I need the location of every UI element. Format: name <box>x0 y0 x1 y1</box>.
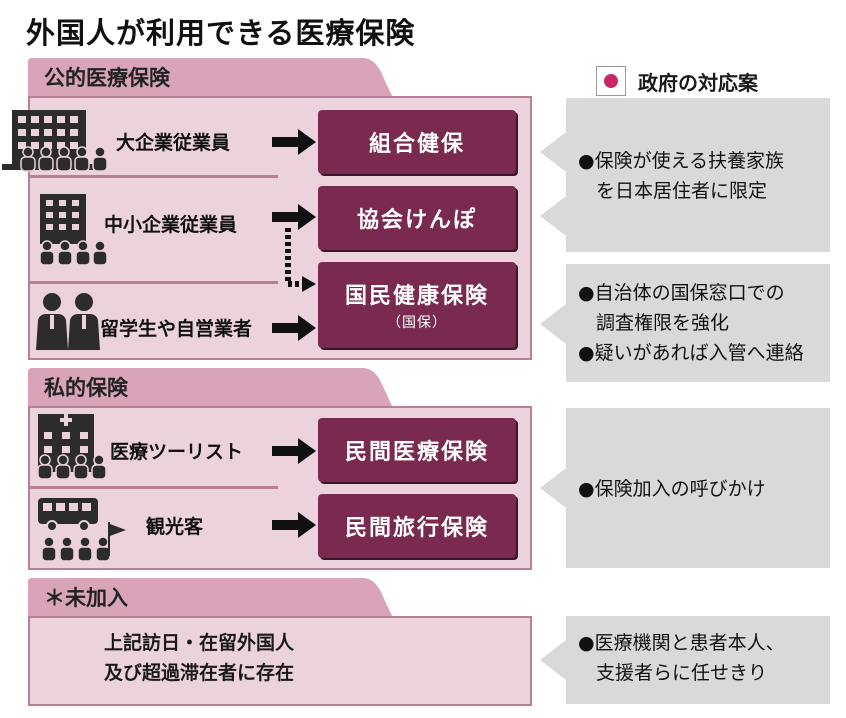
crowd-icon <box>20 146 108 172</box>
crowd-icon <box>41 536 111 562</box>
response-panel-2 <box>566 264 830 382</box>
response-line: を日本居住者に限定 <box>596 180 768 202</box>
insurance-private-medical: 民間医療保険 <box>318 418 516 482</box>
response-line: ●医療機関と患者本人、 <box>578 632 785 654</box>
section-tab-public: 公的医療保険 <box>44 66 170 90</box>
response-line: 調査権限を強化 <box>596 312 730 334</box>
insurance-name: 国民健康保険 <box>344 284 489 309</box>
flag-icon <box>108 522 126 556</box>
insurance-kumiai: 組合健保 <box>318 110 516 174</box>
response-panel-3 <box>566 408 830 568</box>
section-tab-shape-private <box>28 368 393 408</box>
row-label-students: 留学生や自営業者 <box>100 318 253 340</box>
row-label-tourist: 観光客 <box>146 516 204 538</box>
pointer-icon <box>540 304 566 344</box>
person-icon <box>36 293 100 350</box>
arrow-icon <box>272 438 316 464</box>
response-text-3: ●保険加入の呼びかけ <box>578 474 766 504</box>
page-title: 外国人が利用できる医療保険 <box>26 16 416 50</box>
legend-dot-icon <box>604 74 618 88</box>
section-tab-shape-uninsured <box>28 578 393 618</box>
response-line: ●保険加入の呼びかけ <box>578 478 766 500</box>
pointer-icon <box>540 640 566 680</box>
insurance-subname: （国保） <box>387 315 447 331</box>
response-panel-1 <box>566 98 830 252</box>
legend: 政府の対応案 <box>596 66 758 96</box>
arrow-icon <box>272 204 316 230</box>
response-line: ●疑いがあれば入管へ連絡 <box>578 342 804 364</box>
row-divider <box>30 281 278 284</box>
insurance-name: 組合健保 <box>368 132 465 157</box>
response-text-4: ●医療機関と患者本人、 支援者らに任せきり <box>578 628 785 688</box>
insurance-kyokai: 協会けんぽ <box>318 186 516 250</box>
row-label-small-company: 中小企業従業員 <box>104 214 238 236</box>
row-label-large-company: 大企業従業員 <box>116 132 231 154</box>
pointer-icon <box>540 196 566 236</box>
arrow-icon <box>272 315 316 341</box>
building-icon <box>40 194 86 244</box>
pointer-icon <box>540 132 566 172</box>
response-panel-4 <box>566 616 830 704</box>
response-line: ●自治体の国保窓口での <box>578 282 785 304</box>
section-tab-private: 私的保険 <box>44 376 128 400</box>
insurance-private-travel: 民間旅行保険 <box>318 494 516 558</box>
response-text-1: ●保険が使える扶養家族 を日本居住者に限定 <box>578 146 784 206</box>
section-tab-shape-public <box>28 58 393 98</box>
section-tab-uninsured: ＊未加入 <box>44 586 128 610</box>
insurance-name: 民間旅行保険 <box>344 516 489 541</box>
pointer-icon <box>540 468 566 508</box>
crowd-icon <box>39 240 108 266</box>
legend-label: 政府の対応案 <box>638 70 758 95</box>
uninsured-text: 上記訪日・在留外国人 及び超過滞在者に存在 <box>104 628 294 688</box>
uninsured-line: 上記訪日・在留外国人 <box>104 632 295 654</box>
arrow-icon <box>272 129 316 155</box>
insurance-name: 民間医療保険 <box>344 440 489 465</box>
row-label-medical-tourist: 医療ツーリスト <box>110 441 244 463</box>
section-box-uninsured <box>28 616 532 706</box>
crowd-icon <box>37 454 107 480</box>
insurance-kokuho: 国民健康保険 （国保） <box>318 262 516 348</box>
row-divider <box>30 486 278 489</box>
arrow-icon <box>272 512 316 538</box>
response-line: ●保険が使える扶養家族 <box>578 150 785 172</box>
response-text-2: ●自治体の国保窓口での 調査権限を強化 ●疑いがあれば入管へ連絡 <box>578 278 804 368</box>
response-line: 支援者らに任せきり <box>596 662 768 684</box>
uninsured-line: 及び超過滞在者に存在 <box>104 662 295 684</box>
row-divider <box>30 175 278 178</box>
insurance-name: 協会けんぽ <box>356 208 477 233</box>
bus-icon <box>38 498 98 532</box>
dashed-connector <box>285 228 316 292</box>
legend-swatch <box>596 66 626 96</box>
